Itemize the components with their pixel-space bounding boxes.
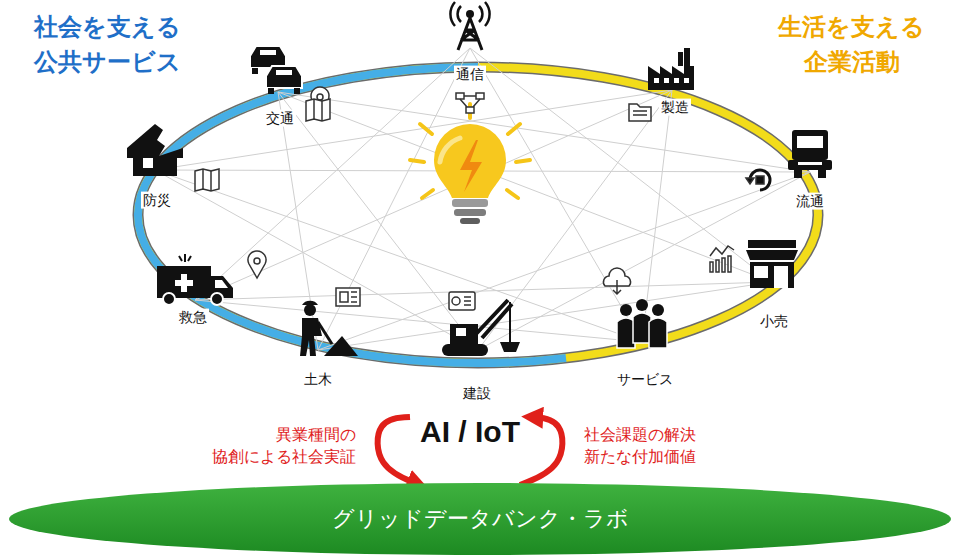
recycle-symbol bbox=[746, 170, 770, 190]
pin-symbol bbox=[248, 251, 266, 278]
people-icon bbox=[617, 299, 667, 348]
network-lines bbox=[155, 48, 810, 350]
arrow-caption: 社会課題の解決 新たな付加価値 bbox=[582, 424, 736, 469]
cycle-arrow bbox=[378, 417, 420, 485]
sector-label: 交通 bbox=[264, 110, 296, 127]
blueprint-symbol bbox=[336, 288, 360, 306]
house-icon bbox=[127, 124, 183, 176]
light-bulb bbox=[410, 104, 530, 224]
dash-symbol bbox=[449, 292, 475, 310]
factory-icon bbox=[648, 48, 694, 90]
section-heading: 生活を支える 企業活動 bbox=[773, 10, 931, 80]
hub-text: AI / IoT bbox=[416, 411, 524, 453]
sector-label: サービス bbox=[615, 371, 675, 388]
shop-icon bbox=[746, 240, 798, 288]
section-heading: 社会を支える 公共サービス bbox=[29, 10, 187, 80]
folder-symbol bbox=[629, 104, 651, 121]
band-label: グリッドデータバンク・ラボ bbox=[332, 504, 629, 534]
sector-label: 小売 bbox=[758, 313, 790, 330]
sector-label: 建設 bbox=[461, 385, 493, 402]
sector-label: 土木 bbox=[302, 371, 334, 388]
sector-label: 流通 bbox=[794, 193, 826, 210]
sector-label: 防災 bbox=[141, 192, 173, 209]
platform-band: グリッドデータバンク・ラボ bbox=[8, 482, 952, 556]
hub-label: AI / IoT bbox=[420, 415, 520, 449]
worker-icon bbox=[300, 301, 358, 356]
cloud-symbol bbox=[603, 268, 630, 294]
network-symbol bbox=[456, 93, 484, 113]
tower-icon bbox=[450, 2, 489, 50]
chart-symbol bbox=[710, 246, 734, 272]
amb-icon bbox=[157, 254, 233, 305]
truck-icon bbox=[788, 130, 832, 178]
ring bbox=[138, 67, 818, 363]
cycle-arrow bbox=[520, 417, 562, 485]
cars-icon bbox=[250, 46, 302, 94]
sector-label: 救急 bbox=[177, 309, 209, 326]
sector-label: 製造 bbox=[659, 99, 691, 116]
arrow-caption: 異業種間の 協創による社会実証 bbox=[204, 424, 358, 469]
map-symbol bbox=[306, 99, 330, 121]
sector-label: 通信 bbox=[454, 66, 486, 83]
map-symbol bbox=[195, 169, 219, 191]
